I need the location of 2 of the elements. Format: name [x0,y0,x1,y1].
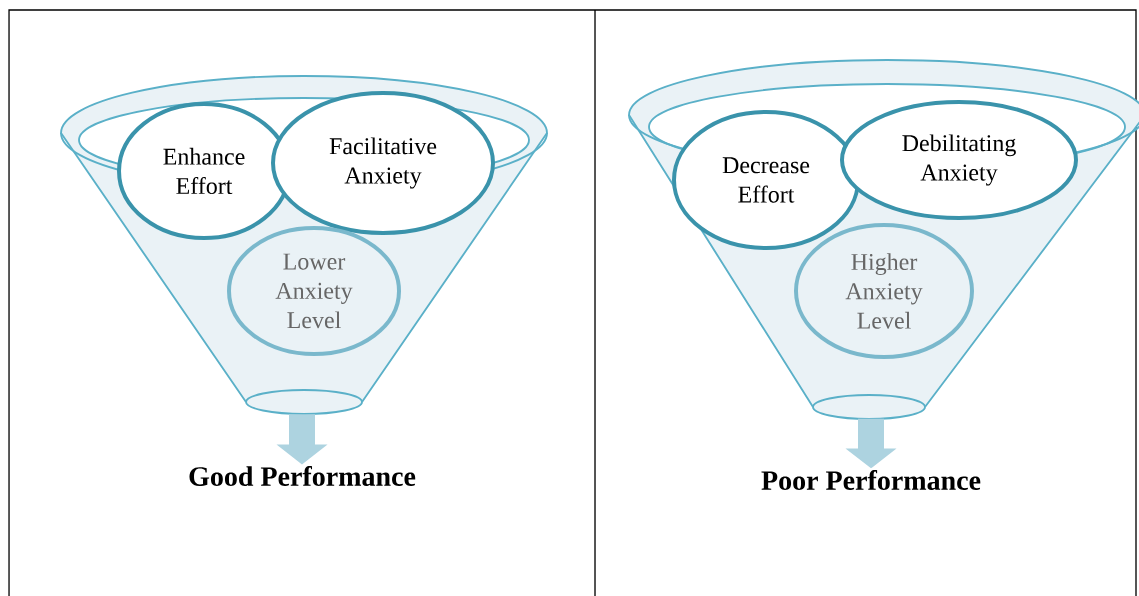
result-label: Poor Performance [761,470,981,490]
result-label: Good Performance [189,466,416,486]
